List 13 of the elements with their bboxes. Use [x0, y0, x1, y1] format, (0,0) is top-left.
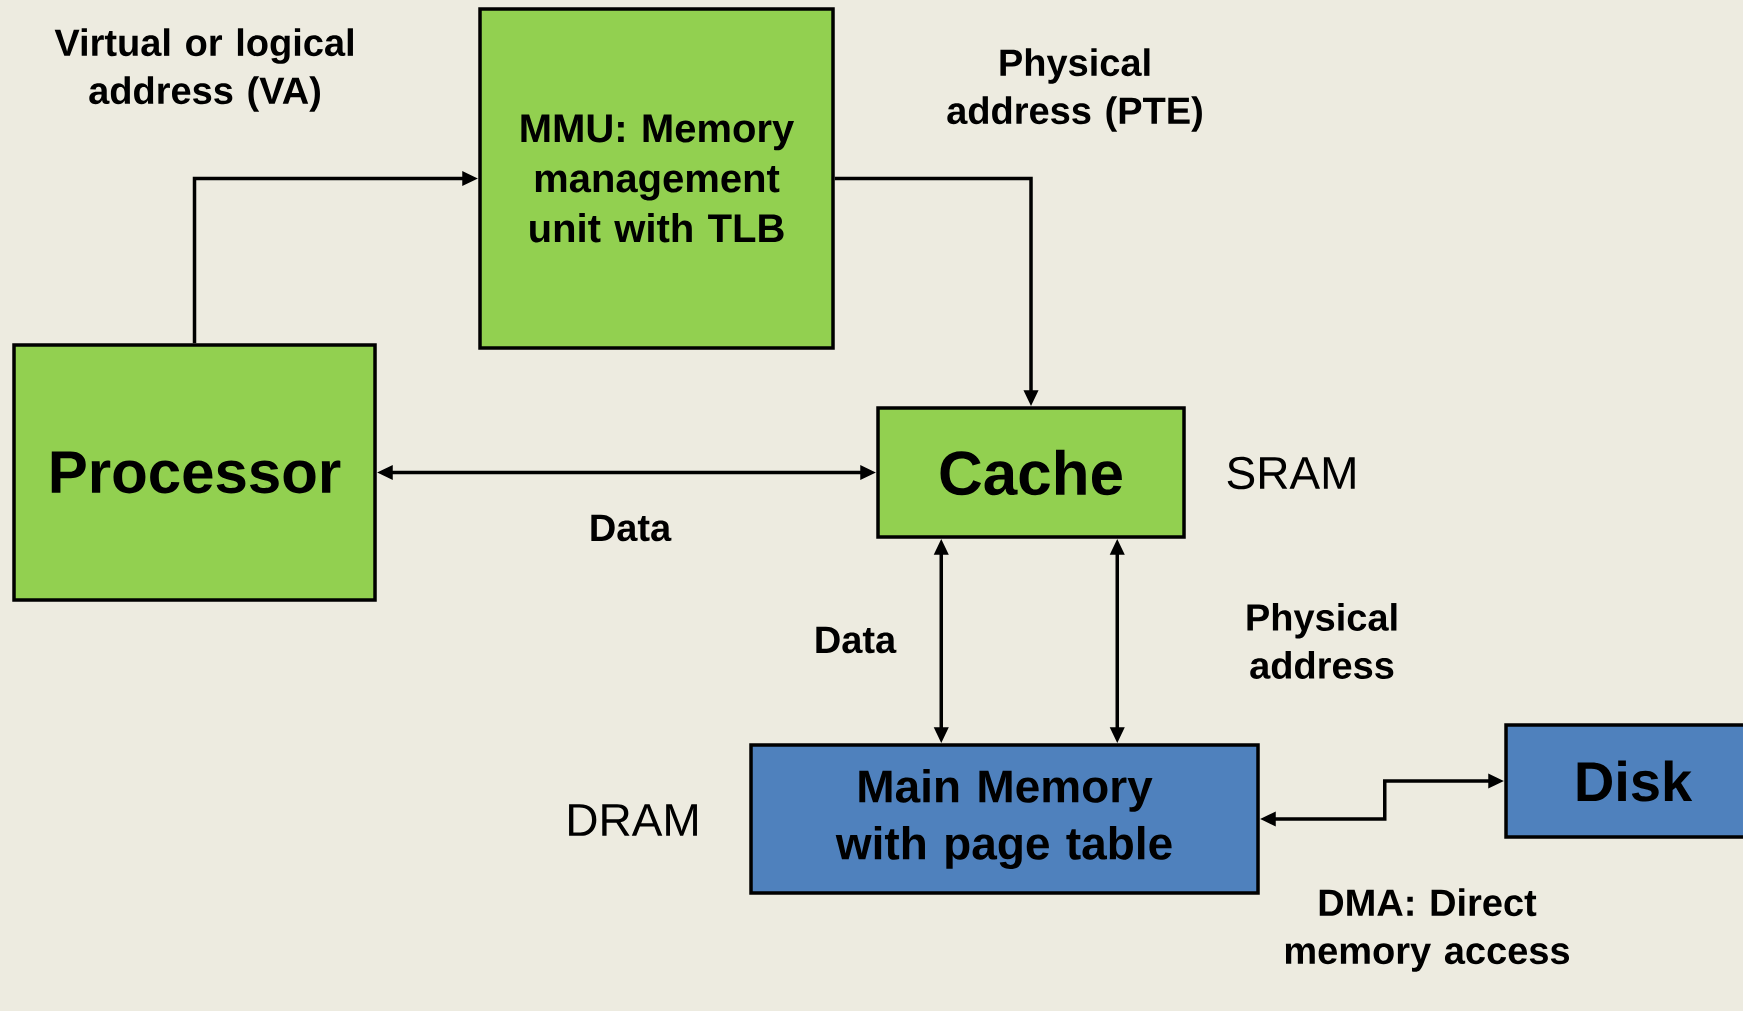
edge-label: DMA: Direct memory access: [1285, 888, 1570, 972]
memory-type-label: SRAM: [1227, 456, 1355, 490]
edge-label: Data: [591, 514, 672, 542]
memory-type-label: DRAM: [569, 804, 697, 836]
block-box: Main Memory with page table: [749, 743, 1260, 895]
edge-label: Physical address (PTE): [947, 48, 1202, 132]
edge-label: Virtual or logical address (VA): [54, 28, 353, 112]
block-box: MMU: Memory management unit with TLB: [478, 7, 835, 350]
block-box: Cache: [876, 406, 1186, 539]
edge-label: Data: [816, 626, 897, 654]
edge-label: Physical address: [1247, 603, 1397, 679]
block-box: Disk: [1504, 723, 1743, 839]
block-box: Processor: [12, 343, 377, 602]
